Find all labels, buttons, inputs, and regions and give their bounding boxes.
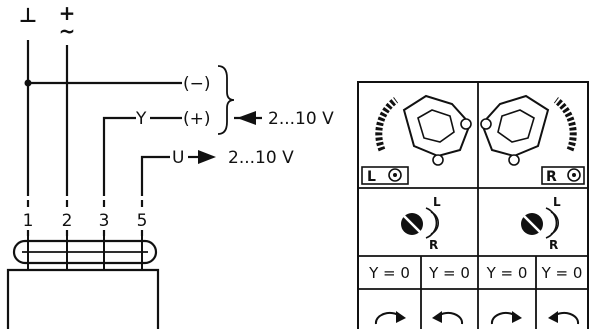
dir-left-label: L — [553, 195, 561, 209]
wire-3 — [102, 116, 136, 196]
terminal-2-label: 2 — [62, 211, 73, 231]
cable-wires — [27, 236, 143, 270]
output-arrow-icon — [198, 150, 216, 164]
wiring-schematic: ⊥ + ~ (−) Y (+) 2...10 V U 2...10 V 1 2 … — [6, 1, 334, 329]
supply-ac-symbol: ~ — [59, 19, 76, 43]
y-cell: Y = 0 — [541, 264, 583, 282]
y-cell: Y = 0 — [428, 264, 470, 282]
clockwise-arrow-icon — [374, 311, 406, 325]
input-signal-label: 2...10 V — [268, 109, 334, 129]
counterclockwise-arrow-icon — [432, 311, 464, 325]
terminal-5-label: 5 — [137, 211, 148, 231]
supply-plus-symbol: + — [59, 1, 76, 25]
actuator-housing — [6, 268, 160, 329]
brace-icon — [217, 65, 235, 135]
direction-dial-left: L R — [401, 195, 441, 252]
pos-label: (+) — [183, 109, 211, 129]
y-cell: Y = 0 — [368, 264, 410, 282]
neg-label: (−) — [183, 74, 211, 94]
dir-left-label: L — [433, 195, 441, 209]
mode-left-label: L — [367, 169, 376, 185]
y-label: Y — [135, 109, 147, 129]
terminal-leads — [26, 200, 144, 236]
rotation-table: L R L R — [357, 81, 589, 329]
table-frame — [357, 81, 589, 329]
ground-symbol: ⊥ — [19, 3, 37, 27]
terminal-3-label: 3 — [99, 211, 110, 231]
counterclockwise-arrow-icon — [548, 311, 580, 325]
cable-sleeve — [12, 239, 158, 265]
rotation-mode-icon — [567, 168, 581, 182]
clockwise-arrow-icon — [490, 311, 522, 325]
rotation-mode-icon — [388, 168, 402, 182]
actuator-left-illustration: L — [361, 94, 472, 185]
terminal-1-label: 1 — [23, 211, 34, 231]
actuator-right-illustration: R — [480, 94, 585, 185]
mode-right-label: R — [546, 169, 557, 185]
direction-dial-right: L R — [521, 195, 561, 252]
dir-right-label: R — [429, 238, 438, 252]
input-arrow-icon — [237, 111, 256, 125]
y-cell: Y = 0 — [486, 264, 528, 282]
u-label: U — [172, 148, 184, 168]
output-signal-label: 2...10 V — [228, 148, 294, 168]
dir-right-label: R — [549, 238, 558, 252]
wire-5 — [140, 155, 170, 196]
